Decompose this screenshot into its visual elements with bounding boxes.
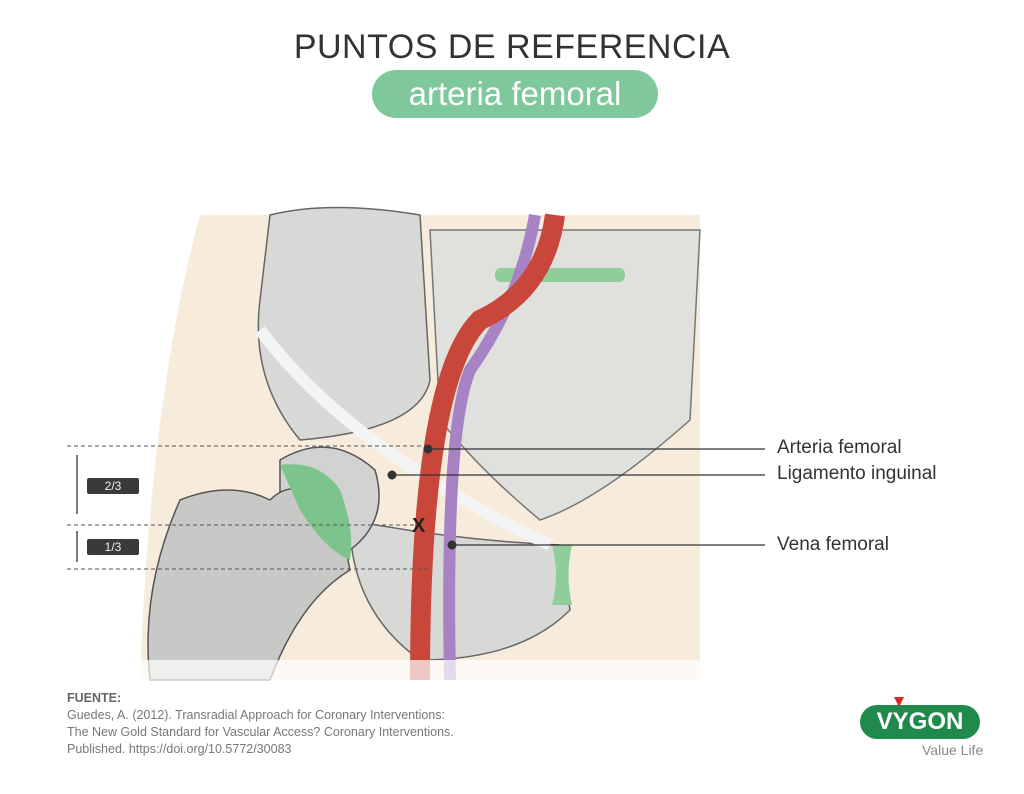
source-citation: FUENTE: Guedes, A. (2012). Transradial A… — [67, 690, 454, 758]
artery-marker — [423, 444, 433, 454]
label-arteria-femoral: Arteria femoral — [777, 437, 902, 458]
source-line-1: Guedes, A. (2012). Transradial Approach … — [67, 708, 445, 722]
puncture-mark: X — [412, 515, 426, 537]
inguinal-ligament — [255, 326, 553, 551]
vein-marker — [447, 540, 457, 550]
femoral-artery — [410, 213, 565, 681]
femur-bone — [147, 488, 351, 681]
logo-tagline: Value Life — [922, 742, 984, 758]
vygon-logo: VYGON — [860, 705, 980, 739]
fraction-upper: 2/3 — [87, 478, 139, 494]
source-line-3: Published. https://doi.org/10.5772/30083 — [67, 742, 292, 756]
symphysis — [552, 545, 572, 605]
source-line-2: The New Gold Standard for Vascular Acces… — [67, 725, 454, 739]
source-heading: FUENTE: — [67, 691, 122, 705]
page-title: PUNTOS DE REFERENCIA — [293, 28, 731, 66]
fraction-lower: 1/3 — [87, 539, 139, 555]
logo-triangle-icon — [894, 697, 904, 707]
cartilage — [280, 464, 352, 560]
subtitle-badge: arteria femoral — [372, 70, 658, 118]
label-ligamento-inguinal: Ligamento inguinal — [777, 463, 937, 484]
femoral-vein — [443, 213, 541, 681]
label-vena-femoral: Vena femoral — [777, 534, 889, 555]
pelvis-bone — [257, 206, 431, 441]
ligament-marker — [387, 470, 397, 480]
